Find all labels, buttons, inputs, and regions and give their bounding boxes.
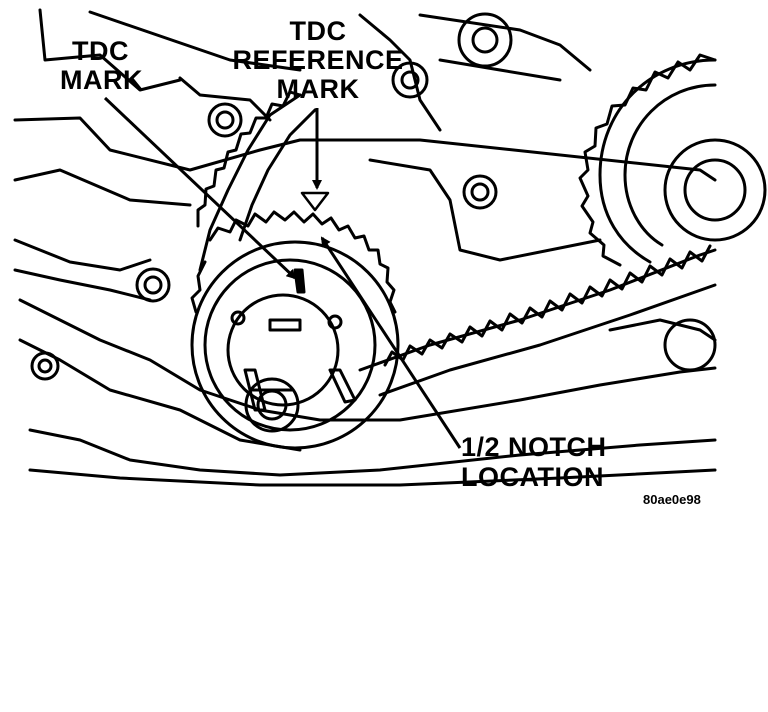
half-notch-arrow: [320, 236, 462, 449]
tdc-reference-line1: TDC: [289, 16, 347, 46]
half-notch-line1: 1/2 NOTCH: [461, 432, 607, 462]
tdc-mark-arrow: [103, 96, 297, 280]
tdc-reference-line3: MARK: [276, 74, 360, 104]
half-notch-line2: LOCATION: [461, 462, 604, 492]
half-notch-location-label: 1/2 NOTCH LOCATION: [461, 434, 607, 491]
tdc-mark-label: TDC MARK: [60, 36, 143, 94]
tdc-reference-mark-label: TDC REFERENCE MARK: [232, 18, 489, 103]
tdc-mark-line1: TDC: [72, 36, 129, 66]
tdc-mark-line2: MARK: [60, 65, 143, 95]
tdc-reference-line2: REFERENCE: [232, 45, 404, 75]
figure-id: 80ae0e98: [643, 492, 701, 507]
